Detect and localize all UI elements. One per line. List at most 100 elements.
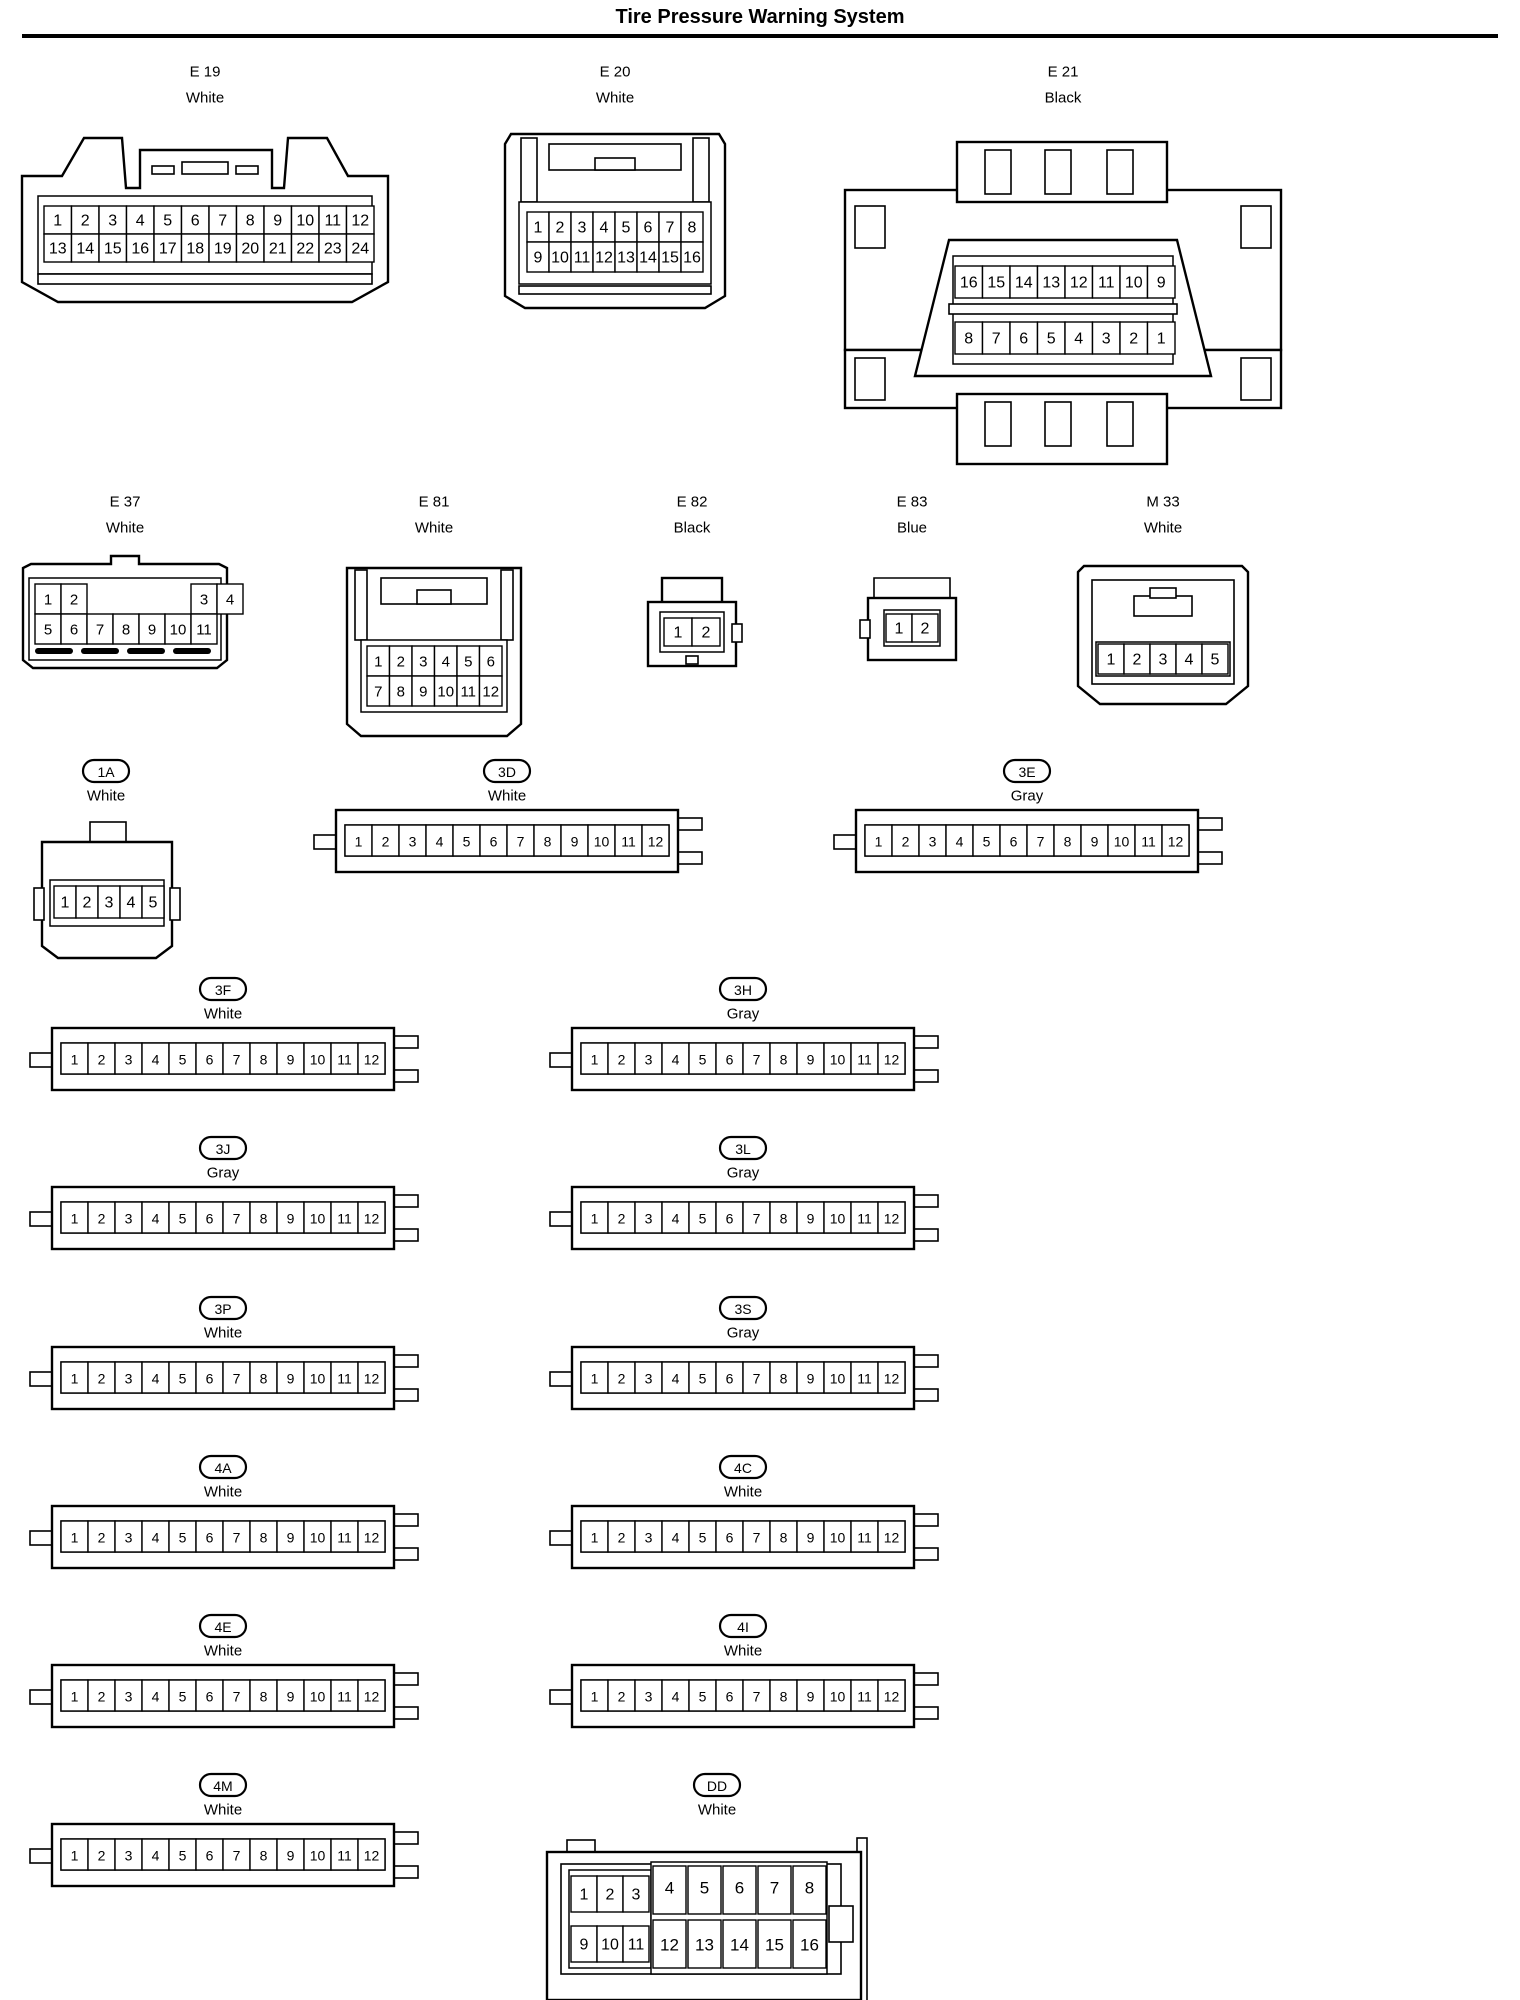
pin-cell: [792, 1919, 827, 1969]
connector-id: 3H: [734, 982, 752, 998]
connector-rib: [173, 648, 211, 654]
pin-number: 5: [179, 1211, 187, 1227]
pin-cell: [290, 233, 320, 263]
pin-cell: [1123, 643, 1151, 675]
connector-color: White: [106, 520, 144, 537]
pin-cell: [607, 1201, 636, 1234]
connector-housing-part: [692, 137, 710, 203]
pin-cell: [125, 233, 155, 263]
pin-number: 2: [921, 621, 930, 638]
pin-number: 8: [260, 1848, 268, 1864]
pin-number: 4: [1074, 331, 1083, 348]
pin-number: 6: [726, 1371, 734, 1387]
pin-number: 5: [699, 1211, 707, 1227]
pin-number: 9: [807, 1530, 815, 1546]
pin-number: 5: [464, 654, 472, 671]
connector-housing-part: [354, 569, 368, 641]
pin-number: 11: [460, 684, 476, 701]
pin-number: 7: [1037, 834, 1045, 850]
connector-color: Gray: [727, 1325, 760, 1342]
pin-cell: [1149, 643, 1177, 675]
pin-cell: [972, 824, 1001, 857]
pin-cell: [1107, 824, 1136, 857]
pin-number: 2: [902, 834, 910, 850]
pin-cell: [587, 824, 616, 857]
pin-number: 1: [591, 1689, 599, 1705]
pin-number: 7: [233, 1689, 241, 1705]
pin-number: 1: [53, 213, 62, 230]
pin-number: 6: [1010, 834, 1018, 850]
pin-number: 20: [241, 241, 259, 258]
pin-number: 4: [152, 1371, 160, 1387]
pin-cell: [911, 613, 939, 643]
pin-number: 2: [70, 592, 78, 609]
pin-cell: [688, 1679, 717, 1712]
pin-cell: [580, 1042, 609, 1075]
pin-number: 2: [98, 1689, 106, 1705]
pin-number: 9: [148, 622, 156, 639]
pin-number: 11: [621, 834, 636, 850]
connector-color: White: [415, 520, 453, 537]
pin-cell: [249, 1679, 278, 1712]
pin-cell: [691, 617, 721, 647]
pin-cell: [981, 321, 1011, 355]
pin-cell: [823, 1201, 852, 1234]
connector-id: 4A: [214, 1460, 232, 1476]
pin-number: 10: [310, 1211, 326, 1227]
connector-color: White: [204, 1325, 242, 1342]
connector-housing-part: [660, 576, 724, 606]
pin-cell: [345, 233, 375, 263]
pin-number: 12: [364, 1211, 380, 1227]
pin-cell: [722, 1919, 757, 1969]
pin-number: 1: [895, 621, 904, 638]
pin-number: 11: [337, 1848, 352, 1864]
pin-cell: [114, 1201, 143, 1234]
connector-color: Gray: [727, 1165, 760, 1182]
pin-number: 9: [287, 1211, 295, 1227]
pin-number: 4: [127, 895, 136, 912]
pin-number: 24: [351, 241, 369, 258]
pin-number: 1: [61, 895, 70, 912]
pin-number: 9: [287, 1371, 295, 1387]
connector-id: 3F: [215, 982, 231, 998]
pin-number: 12: [884, 1052, 900, 1068]
pin-number: 8: [780, 1689, 788, 1705]
pin-number: 1: [591, 1371, 599, 1387]
pin-cell: [318, 205, 348, 235]
pin-number: 9: [287, 1530, 295, 1546]
pin-number: 16: [131, 241, 149, 258]
pin-cell: [303, 1201, 332, 1234]
connector-lock: [89, 821, 127, 843]
pin-cell: [141, 1838, 170, 1871]
pin-number: 6: [726, 1052, 734, 1068]
connector-color: Black: [1045, 90, 1082, 107]
pin-number: 5: [179, 1530, 187, 1546]
pin-number: 12: [648, 834, 664, 850]
pin-cell: [769, 1042, 798, 1075]
connector-color: Black: [674, 520, 711, 537]
pin-cell: [850, 1679, 879, 1712]
pin-number: 7: [992, 331, 1001, 348]
connector-id: 1A: [97, 764, 115, 780]
pin-cell: [652, 1919, 687, 1969]
pin-number: 11: [337, 1371, 352, 1387]
connector-id-badge: [482, 758, 532, 784]
connector-color: White: [698, 1802, 736, 1819]
pin-cell: [1146, 265, 1176, 299]
pin-cell: [688, 1361, 717, 1394]
connector-id-badge: [692, 1772, 742, 1798]
pin-number: 1: [591, 1530, 599, 1546]
pin-cell: [141, 885, 165, 919]
connector-latch: [854, 357, 886, 401]
pin-number: 11: [857, 1530, 872, 1546]
pin-number: 2: [556, 220, 565, 237]
pin-number: 10: [551, 250, 569, 267]
pin-number: 5: [179, 1052, 187, 1068]
pin-cell: [687, 1865, 722, 1915]
pin-number: 16: [800, 1936, 819, 1955]
pin-number: 1: [875, 834, 883, 850]
pin-number: 9: [1091, 834, 1099, 850]
pin-number: 6: [1019, 331, 1028, 348]
